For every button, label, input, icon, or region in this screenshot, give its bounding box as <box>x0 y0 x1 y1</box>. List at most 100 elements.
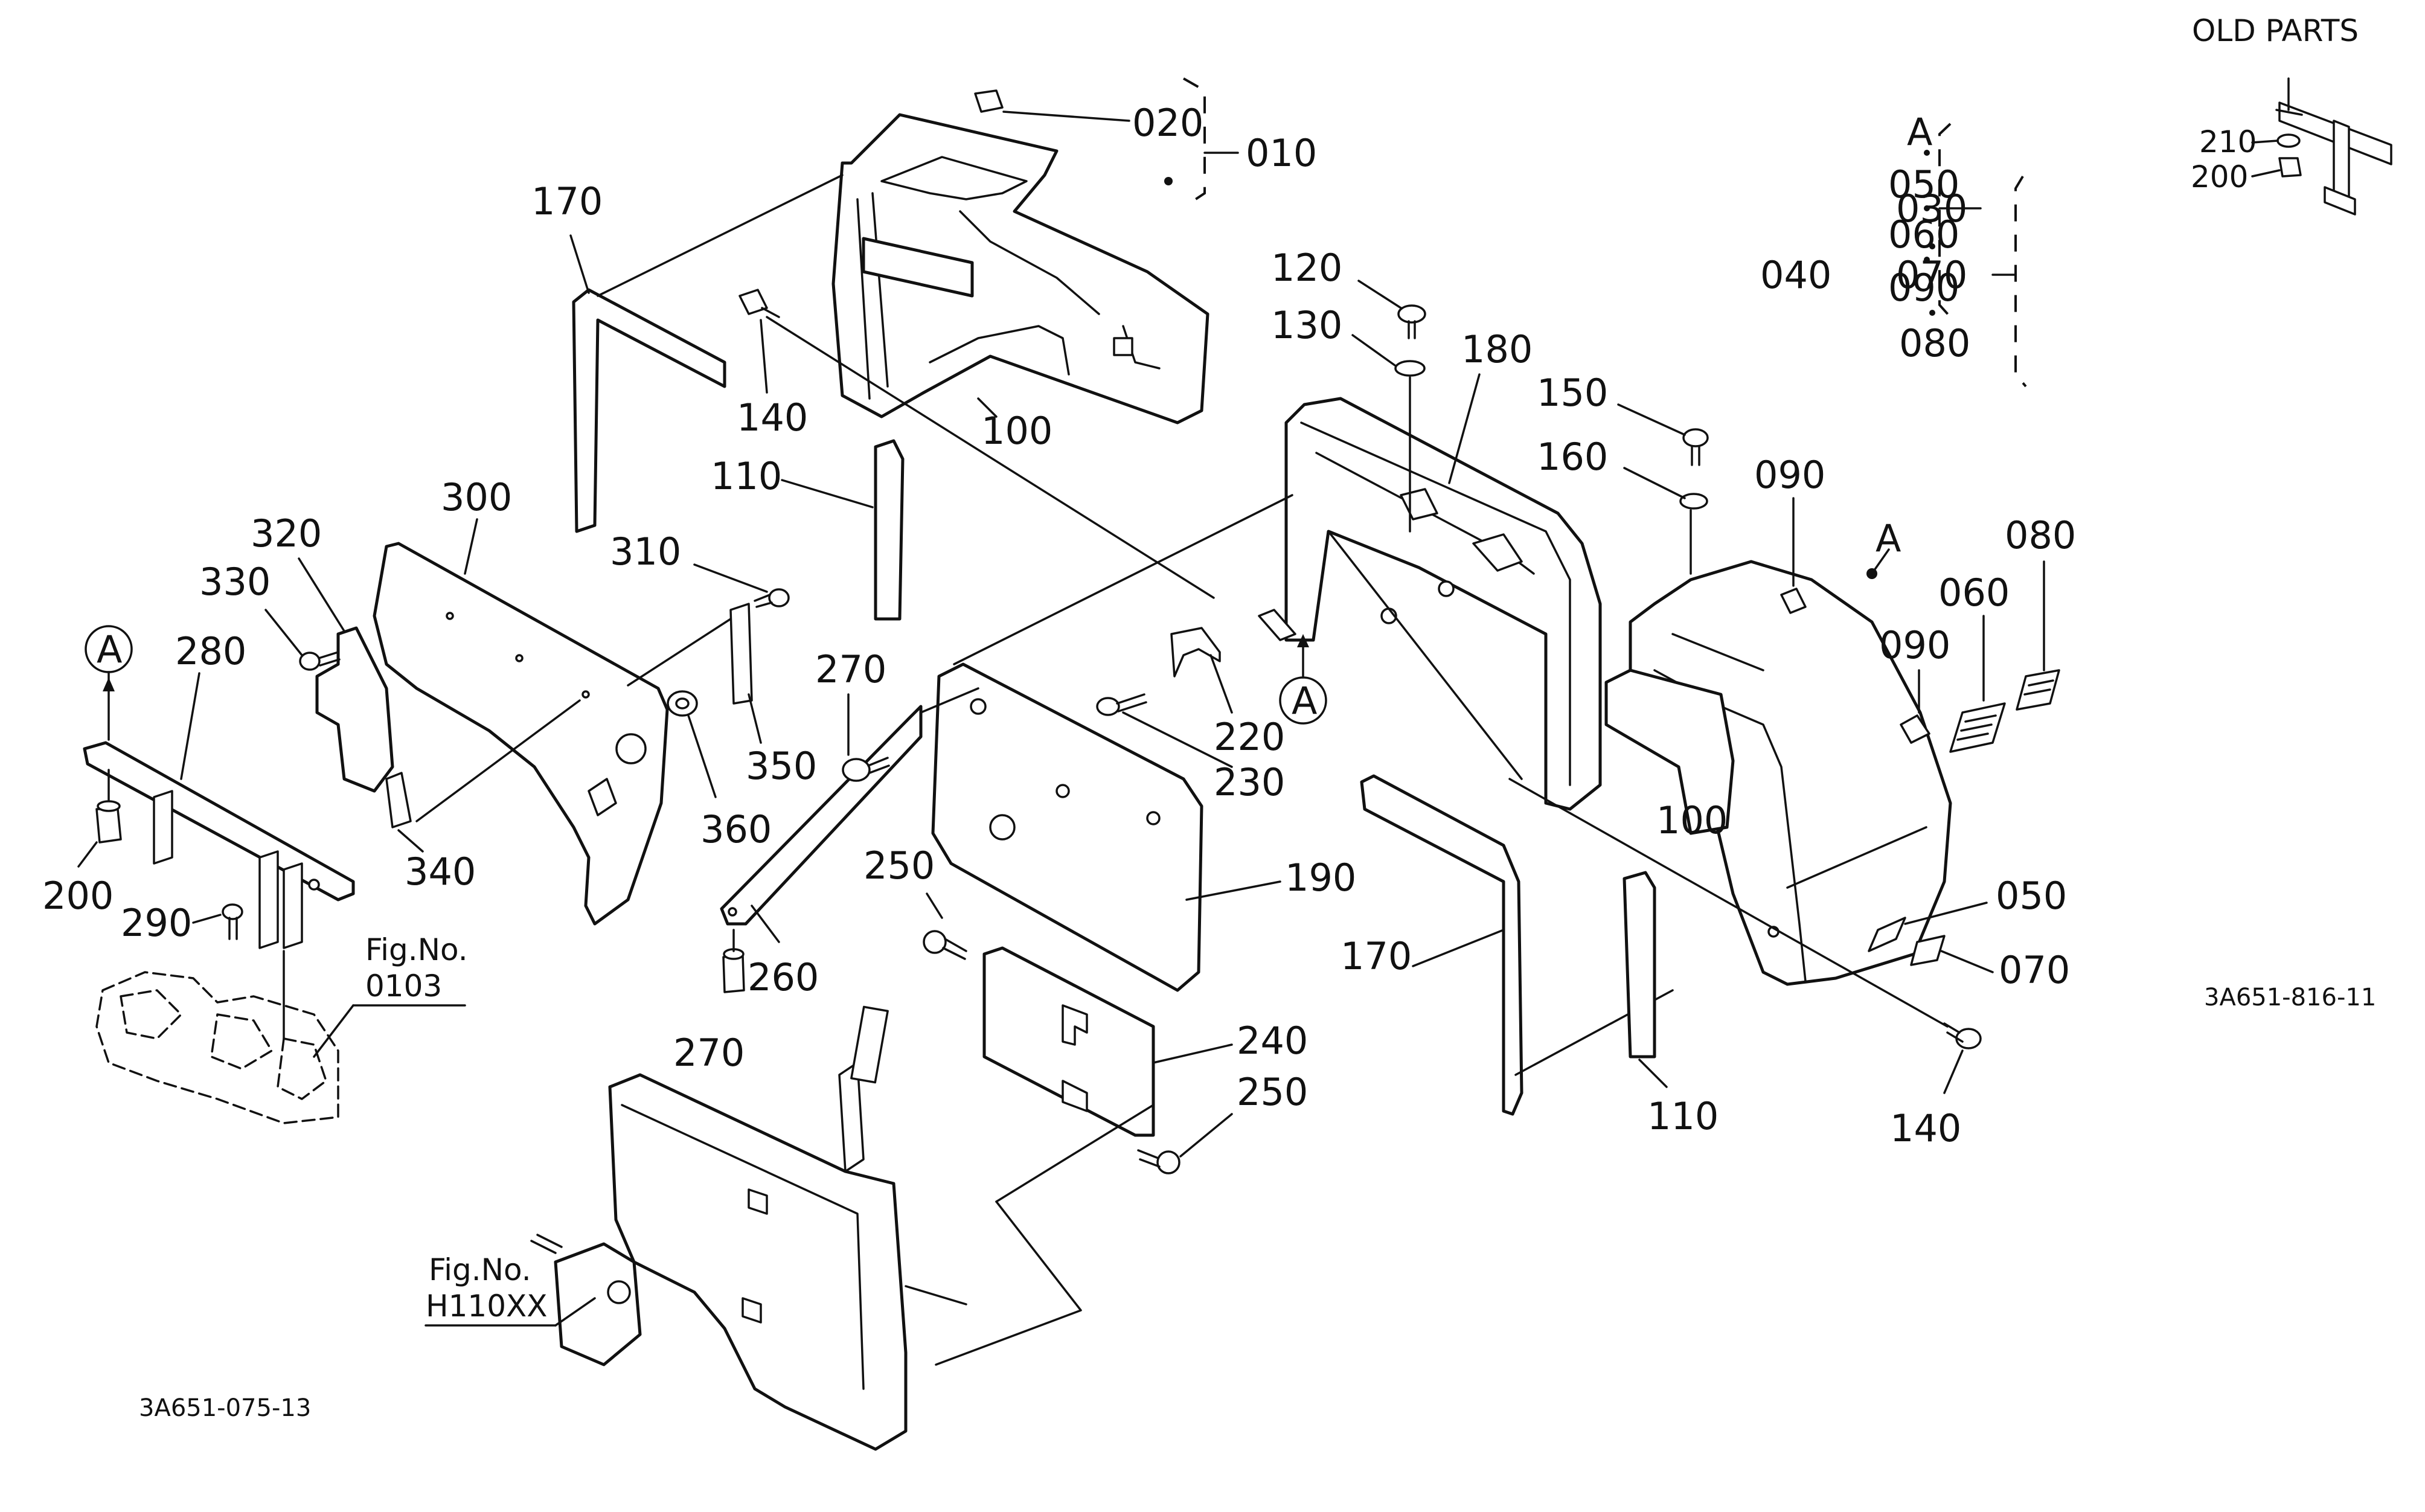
clip-090-upper <box>1780 588 1807 614</box>
fig-b-number: H110XX <box>426 1289 548 1324</box>
group-dot-2 <box>1924 205 1930 211</box>
callout-090-group: 090 <box>1888 266 1959 310</box>
callout-250-top: 250 <box>863 844 935 888</box>
callout-110-top: 110 <box>711 454 782 498</box>
spacer-110-top <box>874 439 905 621</box>
clip-020 <box>974 89 1004 113</box>
old-parts-bracket <box>2275 77 2392 216</box>
spacer-110-right <box>1623 871 1656 1059</box>
assembly-group-040: 030 070 080 040 A 050 060 090 <box>1760 110 2027 388</box>
ref-a-mid-label: A <box>1292 679 1317 723</box>
washer-160 <box>1679 493 1708 510</box>
callout-200-main: 200 <box>42 874 114 918</box>
frame-280 <box>83 741 355 949</box>
group-dot-4 <box>1929 243 1935 249</box>
callout-090-lower: 090 <box>1879 623 1950 667</box>
callout-060-group: 060 <box>1888 213 1959 257</box>
nut-200-main <box>95 800 122 844</box>
bolt-210-old <box>2276 133 2301 148</box>
old-parts-group: OLD PARTS 210 200 <box>2191 13 2392 216</box>
callout-310: 310 <box>610 530 681 574</box>
bolt-270-bottom <box>722 948 745 993</box>
callout-220: 220 <box>1214 715 1285 759</box>
strap-260 <box>720 705 923 926</box>
callout-020: 020 <box>1132 101 1203 145</box>
ref-circle-a-mid: A <box>1279 634 1327 725</box>
stay-350 <box>729 603 753 705</box>
washer-130 <box>1394 360 1426 377</box>
callout-190: 190 <box>1285 856 1356 900</box>
callout-280: 280 <box>175 629 246 673</box>
bolt-250-top <box>923 930 967 960</box>
callout-170-right: 170 <box>1341 934 1412 978</box>
callout-260: 260 <box>748 955 819 999</box>
callout-070-group: 070 <box>1896 253 1967 297</box>
callout-330: 330 <box>199 560 271 604</box>
bolt-290 <box>222 903 243 940</box>
ref-a-left-label: A <box>97 627 122 671</box>
callout-130: 130 <box>1271 303 1342 347</box>
callout-200-old: 200 <box>2191 159 2248 194</box>
group-dot-5 <box>1929 310 1935 316</box>
bolt-150 <box>1682 428 1709 466</box>
nut-200-old <box>2278 157 2302 178</box>
bolt-120 <box>1397 304 1426 339</box>
callout-210-old: 210 <box>2199 124 2257 159</box>
bolt-330 <box>299 651 341 671</box>
bracket-220 <box>1170 627 1221 678</box>
callout-100-right: 100 <box>1656 798 1728 842</box>
callout-160: 160 <box>1537 435 1608 479</box>
trim-170-right <box>1360 774 1523 1116</box>
bolt-140-right <box>1943 1022 1982 1049</box>
callout-040: 040 <box>1760 253 1831 297</box>
callout-090-upper: 090 <box>1754 453 1825 497</box>
fig-b-title: Fig.No. <box>429 1252 531 1287</box>
callout-a-group: A <box>1907 110 1932 154</box>
decal-080 <box>2016 669 2060 711</box>
callout-120: 120 <box>1271 246 1342 290</box>
drawing-number-main: 3A651-816-11 <box>2204 984 2376 1011</box>
callout-230: 230 <box>1214 760 1285 804</box>
side-panel-100-right <box>1604 668 1735 835</box>
callout-080-right: 080 <box>2005 513 2076 557</box>
bolt-230 <box>1096 693 1147 716</box>
callout-010: 010 <box>1246 131 1317 175</box>
drawing-number-bottom: 3A651-075-13 <box>139 1394 311 1422</box>
callout-180: 180 <box>1461 327 1533 371</box>
callout-a-right: A <box>1876 516 1901 560</box>
callout-150: 150 <box>1537 371 1608 415</box>
clip-090-lower <box>1900 714 1930 744</box>
fig-a-number: 0103 <box>365 969 442 1004</box>
plate-190 <box>931 662 1203 992</box>
panel-300 <box>373 542 669 926</box>
top-cover-010 <box>831 113 1209 424</box>
callout-060-right: 060 <box>1938 571 2010 615</box>
bolt-250-bottom <box>1137 1149 1180 1174</box>
bolt-310 <box>754 588 790 608</box>
bolt-140-top <box>738 289 780 318</box>
fig-a-title: Fig.No. <box>365 932 468 967</box>
bracket-240 <box>982 946 1155 1137</box>
callout-110-right: 110 <box>1647 1094 1719 1138</box>
back-panel-180 <box>1258 397 1602 811</box>
callout-050-group: 050 <box>1888 162 1959 207</box>
callout-250-bottom: 250 <box>1237 1070 1308 1114</box>
callout-170-top: 170 <box>531 179 603 223</box>
bracket-320 <box>315 626 394 793</box>
ref-circle-a-left: A <box>85 625 133 741</box>
decal-060 <box>1949 702 2006 753</box>
callout-320: 320 <box>251 511 322 556</box>
callout-240: 240 <box>1237 1019 1308 1063</box>
pedal-frame-assembly <box>530 1005 967 1451</box>
callout-340: 340 <box>405 850 476 894</box>
bracket-340 <box>385 772 412 828</box>
callout-290: 290 <box>121 901 192 945</box>
callout-070-right: 070 <box>1999 948 2070 992</box>
callout-100-top: 100 <box>981 409 1052 453</box>
callout-360: 360 <box>700 807 772 851</box>
group-dot-1 <box>1924 150 1930 156</box>
engine-outline-0103 <box>95 971 339 1124</box>
callout-140-top: 140 <box>737 396 808 440</box>
callout-270-bottom: 270 <box>673 1031 745 1075</box>
